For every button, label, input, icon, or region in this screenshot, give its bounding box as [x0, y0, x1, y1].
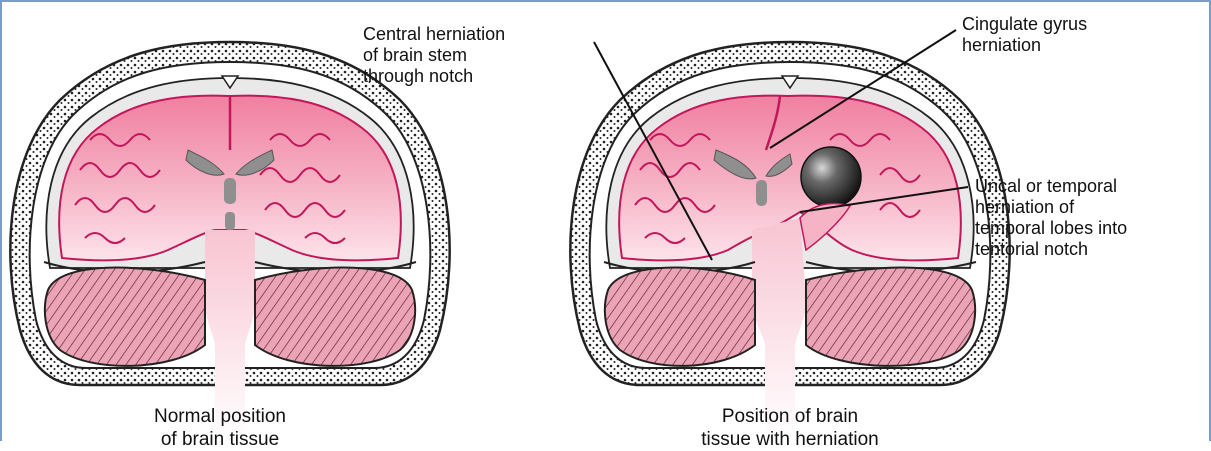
- herniation-cerebellum-left: [605, 268, 755, 366]
- cingulate-line-1: Cingulate gyrus: [962, 14, 1087, 35]
- central-herniation-line-3: through notch: [363, 66, 505, 87]
- normal-caption-line-2: of brain tissue: [110, 428, 330, 451]
- central-herniation-line-2: of brain stem: [363, 45, 505, 66]
- herniation-caption-line-2: tissue with herniation: [640, 428, 940, 451]
- normal-cerebellum-left: [45, 268, 205, 366]
- normal-aqueduct: [225, 212, 235, 230]
- normal-caption-line-1: Normal position: [110, 405, 330, 428]
- herniation-brain-illustration: [570, 42, 1009, 440]
- cingulate-herniation-label: Cingulate gyrus herniation: [962, 14, 1087, 56]
- normal-caption: Normal position of brain tissue: [110, 405, 330, 451]
- central-herniation-line-1: Central herniation: [363, 24, 505, 45]
- uncal-line-3: temporal lobes into: [975, 218, 1127, 239]
- herniation-cerebellum-right: [806, 268, 975, 366]
- uncal-line-2: herniation of: [975, 197, 1127, 218]
- herniation-third-ventricle: [756, 180, 767, 206]
- uncal-line-4: tentorial notch: [975, 239, 1127, 260]
- central-herniation-label: Central herniation of brain stem through…: [363, 24, 505, 87]
- herniation-caption: Position of brain tissue with herniation: [640, 405, 940, 451]
- mass-lesion: [801, 147, 861, 207]
- normal-cerebellum-right: [255, 268, 415, 366]
- uncal-herniation-label: Uncal or temporal herniation of temporal…: [975, 176, 1127, 260]
- herniation-caption-line-1: Position of brain: [640, 405, 940, 428]
- normal-third-ventricle: [224, 178, 236, 204]
- normal-brain-illustration: [10, 42, 449, 440]
- cingulate-line-2: herniation: [962, 35, 1087, 56]
- uncal-line-1: Uncal or temporal: [975, 176, 1127, 197]
